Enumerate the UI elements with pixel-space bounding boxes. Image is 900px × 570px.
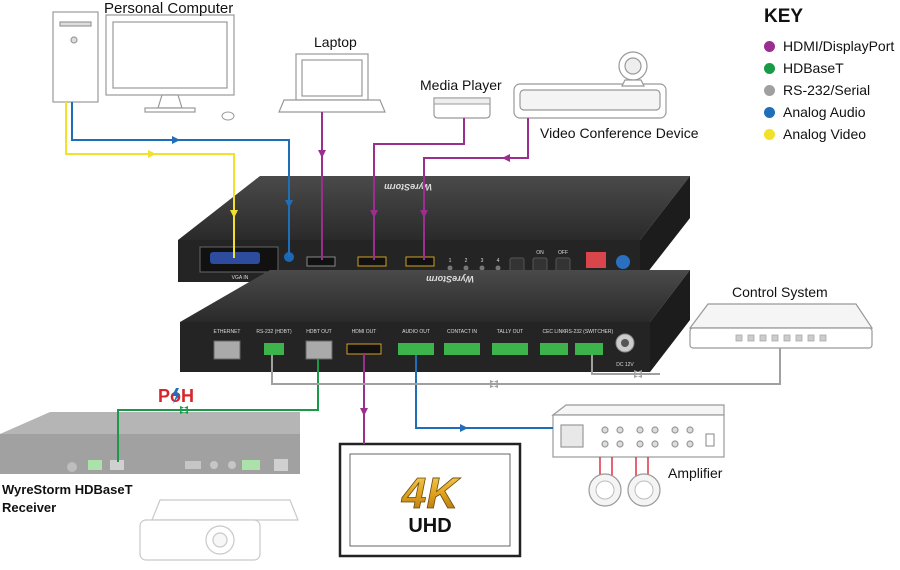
key-color-swatch xyxy=(764,41,775,52)
display-4k-text: 4K xyxy=(401,469,461,518)
rear-port-label: ETHERNET xyxy=(214,329,241,335)
switcher-rear: WyreStorm ETHERNET RS-232 (HDBT) HDBT OUT H… xyxy=(180,270,690,372)
rear-port-label: CEC LINK xyxy=(542,329,566,335)
front-port-label: VGA IN xyxy=(232,275,249,281)
receiver-label-line1: WyreStorm HDBaseT xyxy=(2,482,133,497)
video-conference-label: Video Conference Device xyxy=(540,125,699,141)
cec-off-label: OFF xyxy=(558,250,568,256)
rear-port-label: RS-232 (HDBT) xyxy=(256,329,292,335)
control-system-device xyxy=(688,303,874,349)
rear-port-label: HDMI OUT xyxy=(352,329,377,335)
rear-port-label: HDBT OUT xyxy=(306,329,331,335)
mouse-icon xyxy=(221,111,235,121)
cec-on-label: ON xyxy=(536,250,544,256)
key-item-label: HDBaseT xyxy=(783,60,844,76)
media-player-label: Media Player xyxy=(420,77,502,93)
key-item-label: Analog Video xyxy=(783,126,867,142)
key-item-label: HDMI/DisplayPort xyxy=(783,38,895,54)
front-brand-text: WyreStorm xyxy=(384,182,432,192)
switcher-front: WyreStorm VGA INAUDIO INDP INHDMI IN 1HD… xyxy=(178,176,690,282)
pc-monitor xyxy=(105,14,235,113)
analog-audio-cable-in xyxy=(71,102,290,257)
rear-brand-text: WyreStorm xyxy=(426,274,474,284)
source-number-label: 1 xyxy=(449,258,452,264)
rear-port-label: RS-232 (SWITCHER) xyxy=(565,329,614,335)
laptop-label: Laptop xyxy=(314,34,357,50)
key-color-swatch xyxy=(764,129,775,140)
key-item: Analog Video xyxy=(764,126,866,142)
amplifier-label: Amplifier xyxy=(668,465,723,481)
laptop-device xyxy=(278,53,386,113)
hdbaset-receiver xyxy=(0,412,300,474)
projector-device xyxy=(139,499,299,561)
rear-port-label: CONTACT IN xyxy=(447,329,477,335)
key-item: RS-232/Serial xyxy=(764,82,870,98)
source-number-label: 2 xyxy=(465,258,468,264)
rear-port-label: AUDIO OUT xyxy=(402,329,430,335)
key-color-swatch xyxy=(764,63,775,74)
hdmi-cable-1 xyxy=(373,118,465,260)
video-conference-device xyxy=(513,51,667,119)
personal-computer-label: Personal Computer xyxy=(104,0,234,17)
rear-port-label: DC 12V xyxy=(616,362,634,368)
poh-badge: PoH xyxy=(158,386,194,406)
key-color-swatch xyxy=(764,85,775,96)
uhd-display xyxy=(338,442,522,558)
key-title: KEY xyxy=(764,6,804,27)
receiver-label-line2: Receiver xyxy=(2,500,57,515)
source-number-label: 4 xyxy=(497,258,500,264)
speaker-icon xyxy=(588,457,661,507)
serial-cable xyxy=(271,348,781,385)
key-item: HDMI/DisplayPort xyxy=(764,38,894,54)
media-player-device xyxy=(433,97,491,119)
key-item: HDBaseT xyxy=(764,60,844,76)
audio-out-cable xyxy=(415,355,553,429)
display-uhd-text: UHD xyxy=(408,515,451,537)
key-item-label: Analog Audio xyxy=(783,104,866,120)
pc-tower xyxy=(52,11,99,103)
key-color-swatch xyxy=(764,107,775,118)
control-system-label: Control System xyxy=(732,284,828,300)
hdmi-cable-2 xyxy=(423,118,529,260)
key-item: Analog Audio xyxy=(764,104,866,120)
rear-port-label: TALLY OUT xyxy=(497,329,523,335)
amplifier-device xyxy=(551,404,725,458)
rear-port-labels: ETHERNET RS-232 (HDBT) HDBT OUT HDMI OUT AUD… xyxy=(214,329,635,368)
key-item-label: RS-232/Serial xyxy=(783,82,871,98)
source-number-label: 3 xyxy=(481,258,484,264)
serial-cable-2 xyxy=(591,355,660,375)
